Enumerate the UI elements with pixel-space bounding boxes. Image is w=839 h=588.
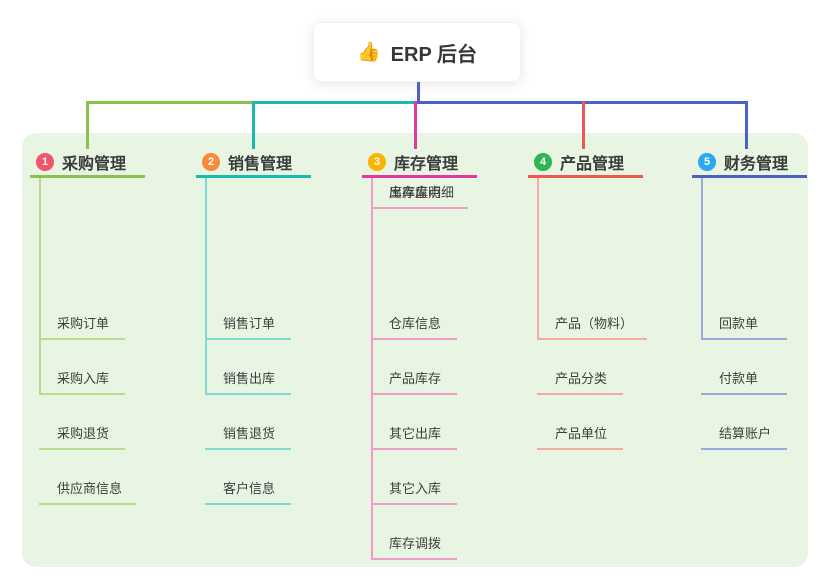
branch-title-inventory[interactable]: 3 库存管理 (362, 149, 477, 178)
child-node[interactable]: 供应商信息 (39, 474, 137, 505)
child-node[interactable]: 结算账户 (701, 419, 787, 450)
root-node[interactable]: 👍 ERP 后台 (313, 22, 521, 82)
branch-finance: 5 财务管理 回款单 付款单 结算账户 (692, 149, 807, 450)
thumbs-up-icon: 👍 (357, 42, 381, 63)
child-node[interactable]: 回款单 (701, 309, 787, 340)
child-node[interactable]: 仓库信息 (371, 309, 457, 340)
branch-number-badge: 3 (368, 153, 386, 171)
branch-title-sales[interactable]: 2 销售管理 (196, 149, 311, 178)
branch-number-badge: 5 (698, 153, 716, 171)
child-node[interactable]: 产品库存 (371, 364, 457, 395)
branch-title-label: 库存管理 (394, 156, 459, 173)
branch-spine (371, 178, 373, 560)
child-node[interactable]: 采购订单 (39, 309, 125, 340)
child-node[interactable]: 客户信息 (205, 474, 291, 505)
child-node[interactable]: 销售订单 (205, 309, 291, 340)
branch-inventory: 3 库存管理 仓库信息 产品库存 其它出库 其它入库 库存调拨 库存盘点 出库库… (362, 149, 477, 560)
child-node[interactable]: 付款单 (701, 364, 787, 395)
child-node[interactable]: 产品单位 (537, 419, 623, 450)
child-node[interactable]: 其它出库 (371, 419, 457, 450)
connector-segment-mid (252, 101, 418, 104)
branch-drop-4 (582, 101, 585, 149)
branch-title-label: 财务管理 (724, 156, 789, 173)
branch-title-finance[interactable]: 5 财务管理 (692, 149, 807, 178)
branch-title-label: 采购管理 (62, 156, 127, 173)
child-node[interactable]: 产品分类 (537, 364, 623, 395)
branch-drop-3 (414, 101, 417, 149)
child-node[interactable]: 产品（物料） (537, 309, 648, 340)
branch-spine (205, 178, 207, 395)
branch-title-purchase[interactable]: 1 采购管理 (30, 149, 145, 178)
branch-number-badge: 1 (36, 153, 54, 171)
branch-sales: 2 销售管理 销售订单 销售出库 销售退货 客户信息 (196, 149, 311, 505)
child-node[interactable]: 其它入库 (371, 474, 457, 505)
branch-title-label: 销售管理 (228, 156, 293, 173)
branch-spine (39, 178, 41, 395)
branch-spine (701, 178, 703, 340)
panel (22, 133, 808, 567)
connector-segment-left (86, 101, 255, 104)
child-node[interactable]: 采购入库 (39, 364, 125, 395)
child-node[interactable]: 采购退货 (39, 419, 125, 450)
child-node[interactable]: 出库库明细 (371, 178, 469, 209)
root-label: ERP 后台 (390, 43, 477, 66)
branch-drop-1 (86, 101, 89, 149)
child-node[interactable]: 库存调拨 (371, 529, 457, 560)
branch-title-label: 产品管理 (560, 156, 625, 173)
root-connector (417, 82, 420, 103)
branch-drop-2 (252, 101, 255, 149)
branch-title-product[interactable]: 4 产品管理 (528, 149, 643, 178)
branch-number-badge: 2 (202, 153, 220, 171)
branch-number-badge: 4 (534, 153, 552, 171)
branch-purchase: 1 采购管理 采购订单 采购入库 采购退货 供应商信息 (30, 149, 145, 505)
child-node[interactable]: 销售出库 (205, 364, 291, 395)
branch-drop-5 (745, 101, 748, 149)
child-node[interactable]: 销售退货 (205, 419, 291, 450)
branch-spine (537, 178, 539, 340)
branch-product: 4 产品管理 产品（物料） 产品分类 产品单位 (528, 149, 648, 450)
